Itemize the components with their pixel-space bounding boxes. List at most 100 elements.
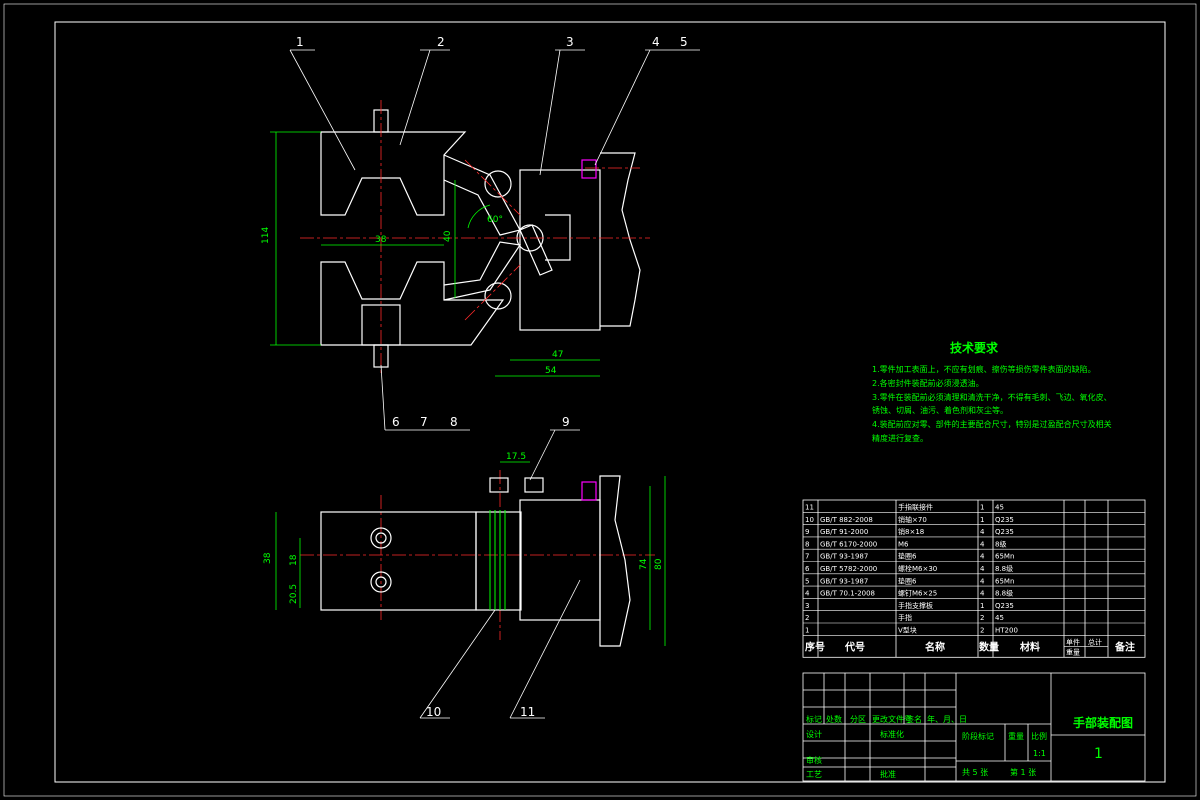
parts-cell-mat: 65Mn — [995, 553, 1014, 561]
drawing-number: 1 — [1094, 746, 1103, 762]
tb-sheets: 共 5 张 — [962, 768, 988, 777]
parts-cell-no: 8 — [805, 540, 809, 548]
dim-38: 38 — [375, 235, 387, 245]
parts-cell-code: GB/T 5782-2000 — [820, 565, 877, 573]
dim-40: 40 — [443, 230, 453, 242]
tb-date: 年、月、日 — [927, 714, 967, 724]
callout-7: 7 — [420, 415, 428, 429]
parts-header-total: 总计 — [1088, 637, 1102, 646]
bolt-top-plan — [370, 527, 392, 549]
parts-header-code: 代号 — [844, 640, 865, 653]
slot-link — [519, 224, 553, 276]
tb-scale-value: 1:1 — [1033, 749, 1046, 758]
parts-cell-mat: 8.8级 — [995, 564, 1013, 573]
callout-11: 11 — [520, 705, 535, 719]
centerlines — [300, 100, 655, 640]
tb-sheet-no: 第 1 张 — [1010, 767, 1036, 777]
dimension-lines — [270, 131, 666, 646]
parts-header-mat: 材料 — [1020, 640, 1040, 653]
tb-zone: 分区 — [850, 715, 866, 724]
parts-header-name: 名称 — [925, 640, 945, 653]
parts-cell-name: 手指支撑板 — [898, 601, 933, 610]
parts-cell-qty: 2 — [980, 614, 984, 622]
pin-9b-head — [524, 477, 544, 493]
parts-cell-qty: 4 — [980, 577, 985, 585]
parts-cell-mat: 8级 — [995, 539, 1006, 548]
callout-10: 10 — [426, 705, 441, 719]
parts-header-remark: 备注 — [1114, 640, 1135, 653]
front-view — [320, 109, 641, 368]
pin-hatching — [489, 510, 506, 610]
tech-req-line: 锈蚀、切屑、油污、着色剂和灰尘等。 — [872, 405, 1008, 415]
tech-req-title: 技术要求 — [950, 340, 999, 355]
parts-cell-no: 1 — [805, 627, 809, 635]
parts-cell-qty: 4 — [980, 590, 985, 598]
upper-pin — [484, 170, 512, 198]
parts-cell-code: GB/T 882-2008 — [820, 516, 873, 524]
top-view — [320, 475, 631, 647]
parts-cell-qty: 2 — [980, 627, 984, 635]
tb-sign: 签名 — [906, 714, 922, 724]
bolt-bottom-plan — [370, 571, 392, 593]
parts-cell-qty: 1 — [980, 504, 984, 512]
bolt-bottom-plan-inner — [375, 576, 387, 588]
drawing-border — [54, 21, 1166, 783]
screw-plan — [581, 481, 597, 501]
callout-9: 9 — [562, 415, 570, 429]
tb-weight: 重量 — [1008, 731, 1024, 741]
parts-header-qty: 数量 — [979, 640, 999, 653]
drawing-title: 手部装配图 — [1073, 715, 1133, 730]
parts-cell-qty: 1 — [980, 516, 984, 524]
lower-finger-link — [443, 241, 522, 301]
parts-cell-qty: 1 — [980, 602, 984, 610]
tb-scale: 比例 — [1031, 731, 1047, 741]
mount-plate-break — [600, 152, 641, 327]
parts-cell-no: 7 — [805, 553, 809, 561]
sheet-edge — [3, 3, 1197, 797]
dim-38-side: 38 — [263, 552, 273, 564]
mount-plan — [599, 475, 631, 647]
upper-finger-link — [443, 154, 521, 236]
parts-cell-code: GB/T 6170-2000 — [820, 540, 877, 548]
tech-req-line: 2.各密封件装配前必须浸透油。 — [872, 378, 984, 388]
dim-18: 18 — [289, 554, 299, 566]
parts-cell-name: 螺钉M6×25 — [898, 589, 937, 598]
parts-cell-name: 手指联接件 — [898, 503, 933, 512]
tb-count: 处数 — [826, 714, 842, 724]
dim-17-5: 17.5 — [506, 452, 526, 462]
parts-cell-mat: 45 — [995, 614, 1004, 622]
tb-design: 设计 — [806, 729, 822, 739]
parts-cell-mat: Q235 — [995, 602, 1014, 610]
parts-cell-code: GB/T 70.1-2008 — [820, 590, 875, 598]
tb-mark: 标记 — [806, 714, 822, 724]
parts-cell-no: 10 — [805, 516, 814, 524]
screw-4 — [581, 159, 597, 179]
callout-4: 4 — [652, 35, 660, 49]
parts-cell-mat: Q235 — [995, 528, 1014, 536]
callout-3: 3 — [566, 35, 574, 49]
parts-cell-no: 11 — [805, 504, 814, 512]
parts-cell-code: GB/T 93-1987 — [820, 577, 868, 585]
parts-cell-name: 螺栓M6×30 — [898, 564, 937, 573]
tech-req-line: 1.零件加工表面上，不应有划痕、擦伤等损伤零件表面的缺陷。 — [872, 364, 1096, 374]
support-slot — [545, 214, 571, 261]
callout-2: 2 — [437, 35, 445, 49]
dim-20-5: 20.5 — [289, 584, 299, 604]
parts-cell-no: 6 — [805, 565, 810, 573]
callout-6: 6 — [392, 415, 400, 429]
title-block-grid — [802, 672, 1146, 782]
parts-cell-mat: 8.8级 — [995, 589, 1013, 598]
tb-approve: 批准 — [880, 769, 896, 779]
v-block-plan — [320, 511, 477, 611]
parts-cell-mat: Q235 — [995, 516, 1014, 524]
tb-change-doc: 更改文件号 — [872, 714, 912, 724]
leader-lines — [289, 49, 700, 719]
parts-cell-mat: 45 — [995, 504, 1004, 512]
parts-cell-no: 9 — [805, 528, 809, 536]
parts-cell-name: 垫圈6 — [898, 552, 917, 561]
dim-80: 80 — [654, 558, 664, 570]
parts-header-no: 序号 — [805, 640, 825, 653]
pin-9-head — [489, 477, 509, 493]
parts-cell-name: 垫圈6 — [898, 576, 917, 585]
